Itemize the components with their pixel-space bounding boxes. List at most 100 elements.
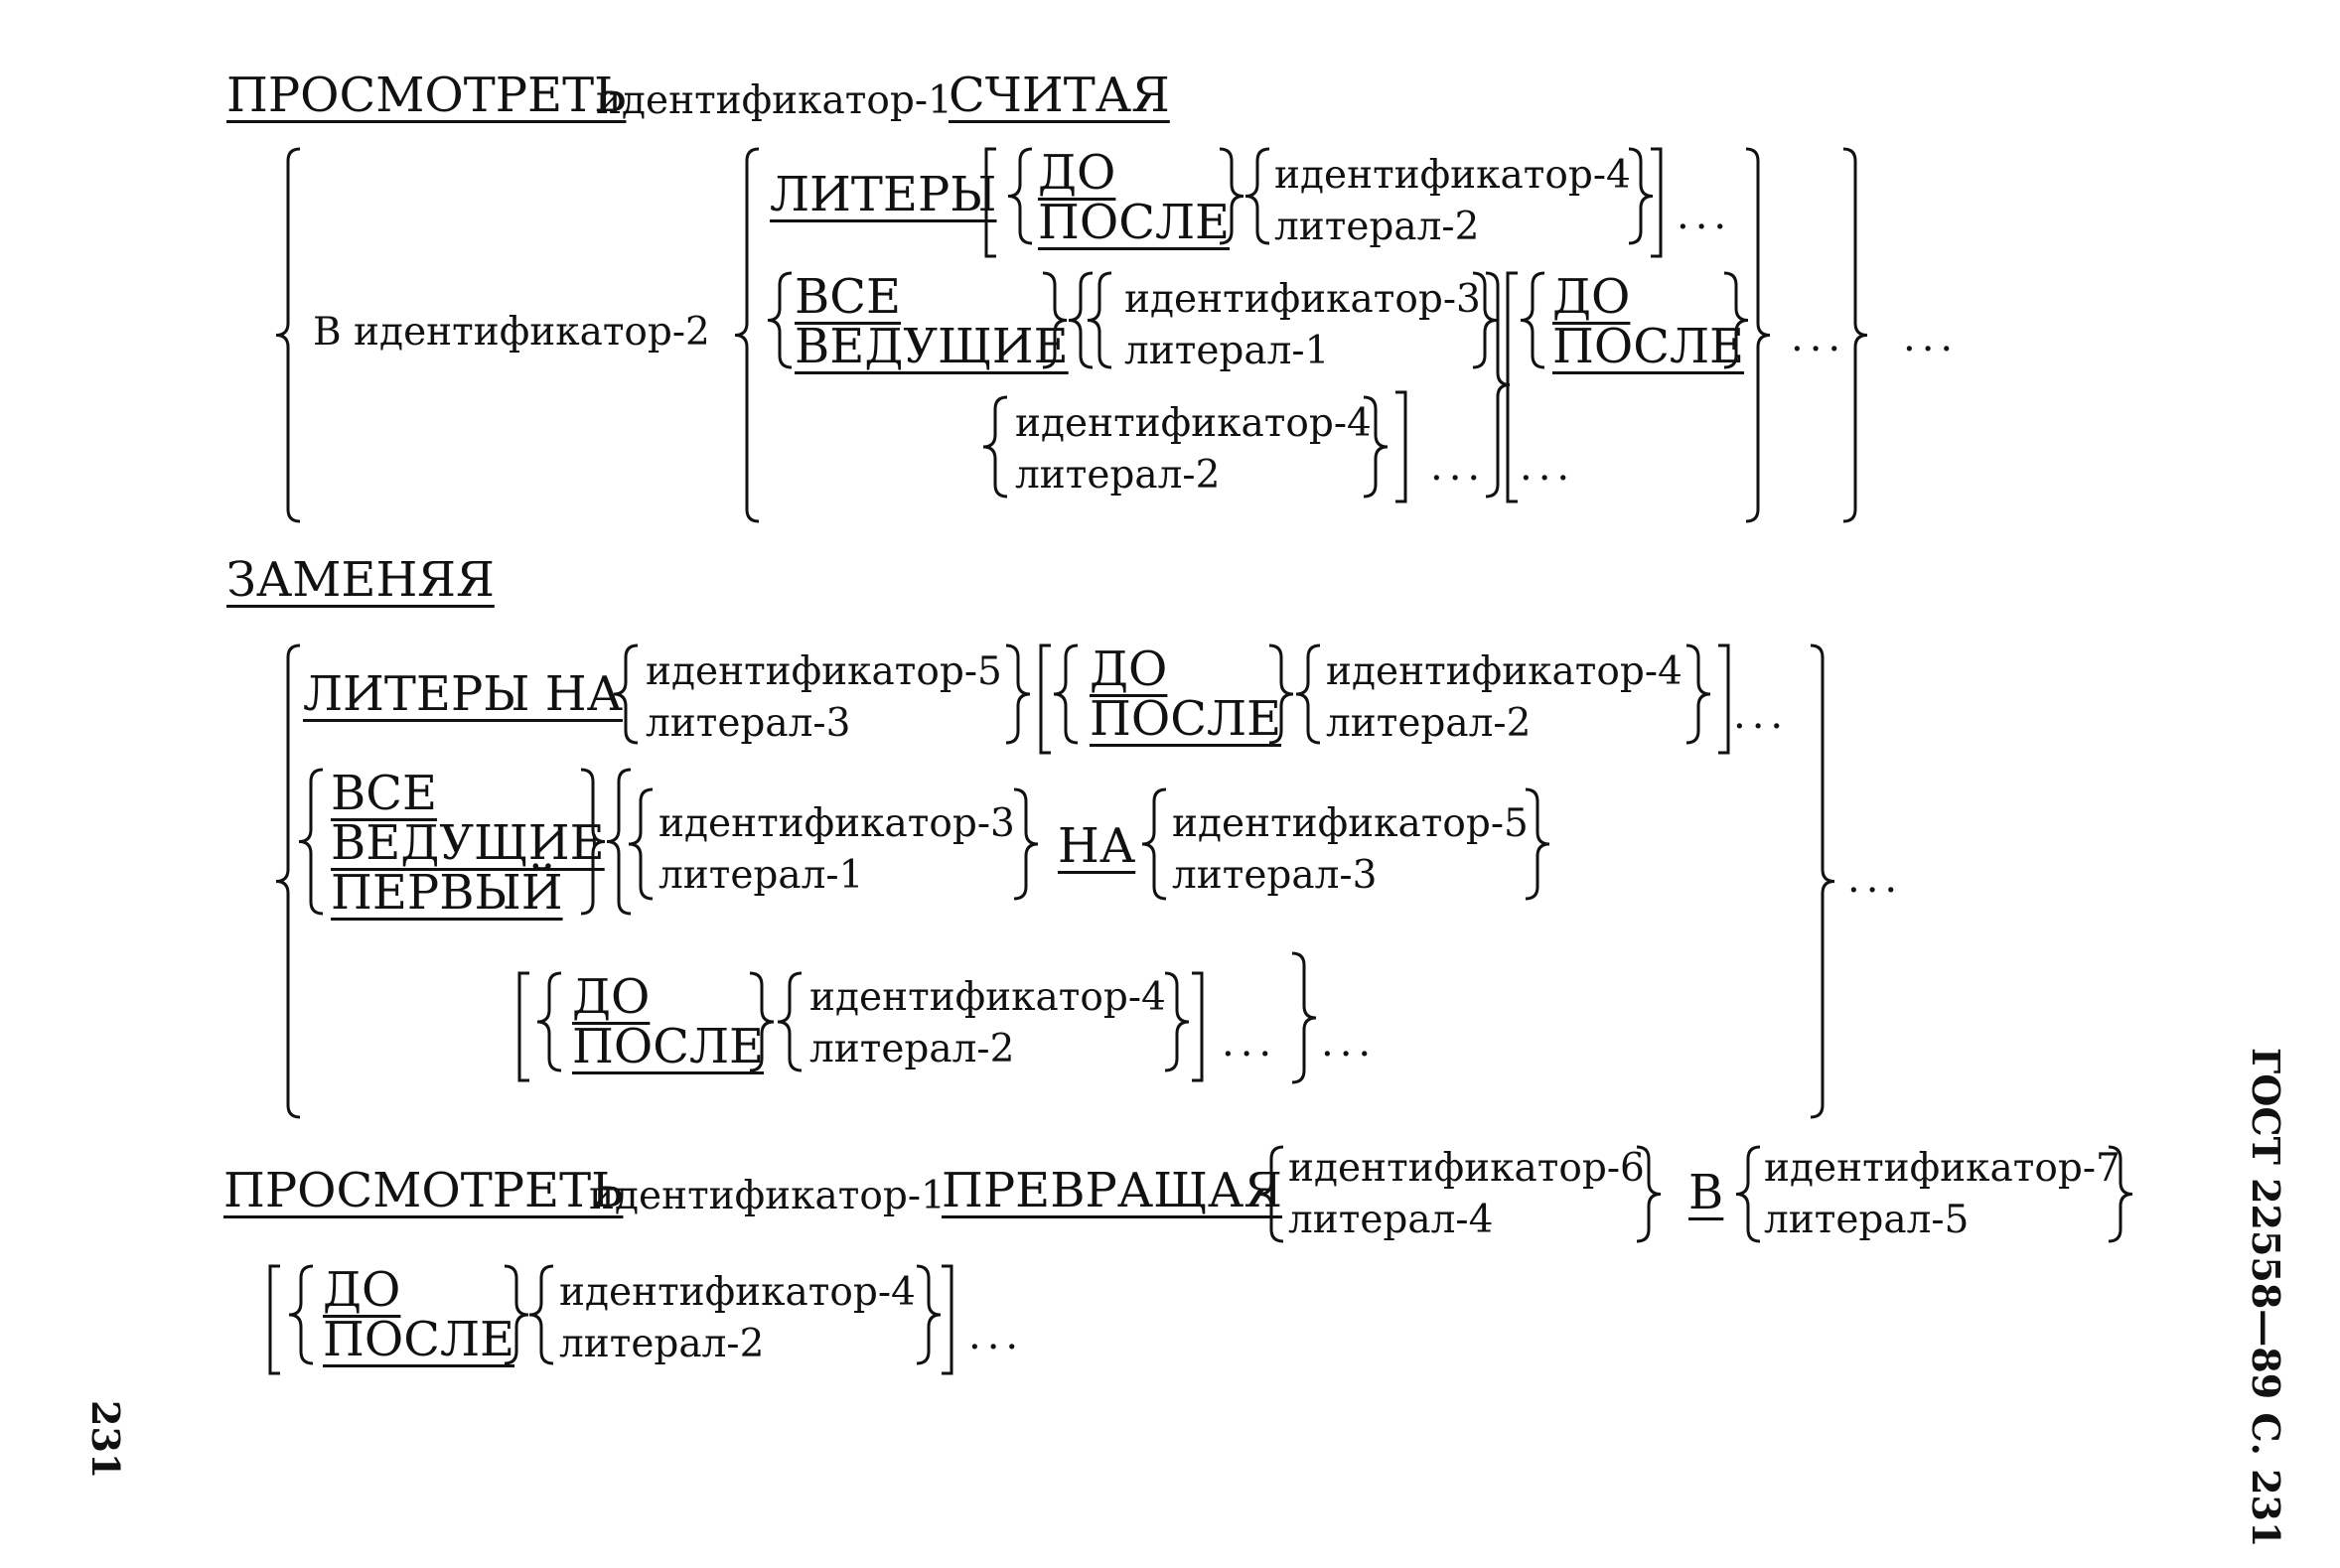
keyword-all: ВСЕ xyxy=(795,269,902,325)
left-brace xyxy=(1520,271,1545,369)
operand-literal-3: литерал-3 xyxy=(646,701,851,746)
keyword-after: ПОСЛЕ xyxy=(1090,691,1282,747)
operand-identifier-1: идентификатор-1 xyxy=(589,1174,946,1218)
operand-literal-5: литерал-5 xyxy=(1764,1198,1970,1242)
right-brace xyxy=(1810,643,1835,1119)
keyword-replacing: ЗАМЕНЯЯ xyxy=(226,552,495,608)
right-brace xyxy=(1042,271,1068,369)
keyword-after: ПОСЛЕ xyxy=(572,1019,765,1074)
operand-identifier-3: идентификатор-3 xyxy=(658,801,1015,846)
operand-identifier-5: идентификатор-5 xyxy=(1172,801,1529,846)
in-identifier-2: В идентификатор-2 xyxy=(313,310,710,355)
left-brace xyxy=(298,768,324,916)
left-brace xyxy=(536,971,562,1072)
operand-literal-1: литерал-1 xyxy=(658,853,864,898)
keyword-to: В xyxy=(1688,1165,1724,1220)
keyword-inspect: ПРОСМОТРЕТЬ xyxy=(223,1163,624,1218)
right-brace xyxy=(580,768,606,916)
left-brace xyxy=(1244,147,1270,245)
operand-identifier-4: идентификатор-4 xyxy=(809,975,1166,1020)
ellipsis: ... xyxy=(1847,856,1904,902)
keyword-converting: ПРЕВРАЩАЯ xyxy=(942,1163,1283,1218)
keyword-characters: ЛИТЕРЫ xyxy=(770,167,997,222)
ellipsis: ... xyxy=(1733,692,1790,738)
right-brace xyxy=(1268,643,1294,745)
operand-literal-2: литерал-2 xyxy=(1274,205,1480,249)
left-bracket xyxy=(1039,643,1051,755)
keyword-before: ДО xyxy=(1090,641,1168,697)
right-brace xyxy=(1219,147,1244,245)
ellipsis: ... xyxy=(1903,315,1960,360)
keyword-leading: ВЕДУЩИЕ xyxy=(795,319,1069,374)
operand-literal-4: литерал-4 xyxy=(1288,1198,1494,1242)
operand-literal-3: литерал-3 xyxy=(1172,853,1378,898)
keyword-tallying: СЧИТАЯ xyxy=(949,68,1170,123)
left-brace xyxy=(1295,643,1321,745)
keyword-after: ПОСЛЕ xyxy=(1038,195,1231,250)
operand-identifier-4: идентификатор-4 xyxy=(1274,153,1631,198)
operand-literal-2: литерал-2 xyxy=(559,1322,765,1366)
ellipsis: ... xyxy=(1791,315,1847,360)
left-brace xyxy=(606,768,632,916)
left-bracket xyxy=(268,1264,280,1375)
left-brace xyxy=(628,787,654,901)
keyword-characters-by: ЛИТЕРЫ НА xyxy=(303,666,623,722)
right-brace xyxy=(504,1264,529,1365)
left-bracket xyxy=(1506,271,1518,503)
right-brace xyxy=(1013,787,1039,901)
right-brace xyxy=(1363,395,1389,499)
operand-literal-1: литерал-1 xyxy=(1124,329,1330,373)
right-bracket xyxy=(1718,643,1730,755)
left-brace xyxy=(1141,787,1167,901)
operand-identifier-1: идентификатор-1 xyxy=(596,78,952,123)
keyword-leading: ВЕДУЩИЕ xyxy=(331,815,605,871)
keyword-before: ДО xyxy=(572,969,651,1025)
left-brace xyxy=(1068,271,1094,369)
left-brace xyxy=(613,643,639,745)
operand-identifier-4: идентификатор-4 xyxy=(1015,401,1372,446)
right-bracket xyxy=(942,1264,953,1375)
keyword-first: ПЕРВЫЙ xyxy=(331,865,563,921)
keyword-inspect: ПРОСМОТРЕТЬ xyxy=(226,68,627,123)
left-brace xyxy=(528,1264,554,1365)
right-bracket xyxy=(1651,147,1663,258)
right-brace xyxy=(1291,951,1317,1084)
right-brace xyxy=(1745,147,1771,523)
ellipsis: ... xyxy=(968,1313,1025,1358)
operand-identifier-3: идентификатор-3 xyxy=(1124,277,1481,322)
operand-literal-2: литерал-2 xyxy=(1326,701,1532,746)
left-brace xyxy=(1258,1145,1284,1243)
keyword-by: НА xyxy=(1058,818,1136,874)
page-number: 231 xyxy=(83,1400,128,1480)
operand-literal-2: литерал-2 xyxy=(1015,453,1221,498)
operand-identifier-4: идентификатор-4 xyxy=(559,1270,916,1315)
right-brace xyxy=(1723,271,1749,369)
right-bracket xyxy=(1192,971,1204,1082)
standard-reference: ГОСТ 22558—89 С. 231 xyxy=(2244,1048,2288,1548)
operand-identifier-4: идентификатор-4 xyxy=(1326,649,1682,694)
keyword-all: ВСЕ xyxy=(331,766,438,821)
left-brace xyxy=(275,147,301,523)
left-brace xyxy=(734,147,760,523)
ellipsis: ... xyxy=(1222,1020,1278,1066)
right-brace xyxy=(2108,1145,2133,1243)
ellipsis: ... xyxy=(1430,444,1487,490)
right-brace xyxy=(916,1264,942,1365)
right-bracket xyxy=(1395,390,1407,503)
left-brace xyxy=(1735,1145,1761,1243)
keyword-before: ДО xyxy=(323,1262,401,1318)
ellipsis: ... xyxy=(1520,444,1576,490)
ellipsis: ... xyxy=(1677,193,1733,238)
right-brace xyxy=(1842,147,1868,523)
right-brace xyxy=(1485,271,1511,499)
keyword-before: ДО xyxy=(1038,145,1116,201)
left-brace xyxy=(275,643,301,1119)
left-brace xyxy=(1007,147,1033,245)
right-brace xyxy=(1636,1145,1662,1243)
operand-identifier-7: идентификатор-7 xyxy=(1764,1146,2121,1191)
left-brace xyxy=(288,1264,314,1365)
keyword-after: ПОСЛЕ xyxy=(1552,319,1745,374)
left-brace xyxy=(777,971,803,1072)
left-bracket xyxy=(984,147,996,258)
left-brace xyxy=(767,271,793,369)
